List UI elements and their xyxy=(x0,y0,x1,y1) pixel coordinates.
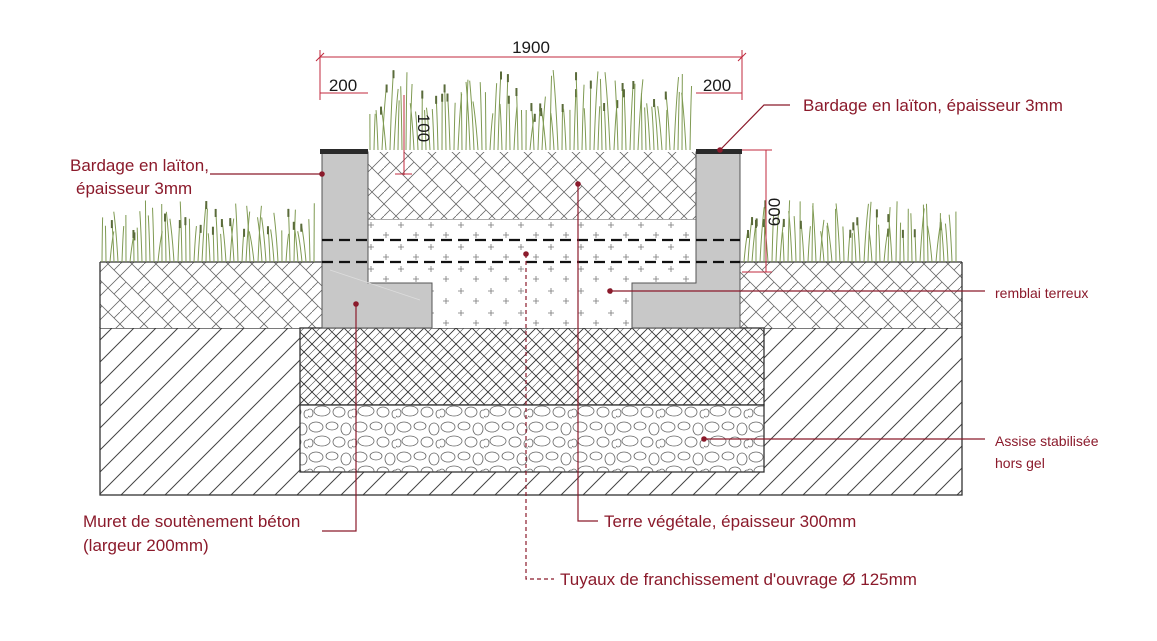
dimension-left-edge: 200 xyxy=(329,76,357,95)
dimension-lines xyxy=(315,50,772,273)
label-backfill: remblai terreux xyxy=(995,285,1088,301)
backfill-layer xyxy=(99,261,963,328)
label-pipes: Tuyaux de franchissement d'ouvrage Ø 125… xyxy=(560,570,917,589)
label-brass-left-line2: épaisseur 3mm xyxy=(76,179,192,198)
label-foundation-line1: Assise stabilisée xyxy=(995,433,1099,449)
label-brass-right: Bardage en laïton, épaisseur 3mm xyxy=(803,96,1063,115)
gravel-foundation xyxy=(299,404,765,473)
crossing-pipes xyxy=(322,238,740,264)
annotation-leaders xyxy=(210,104,985,580)
topsoil-layer xyxy=(368,152,696,219)
label-brass-left-line1: Bardage en laïton, xyxy=(70,156,209,175)
compacted-layer xyxy=(299,327,765,406)
label-wall-line1: Muret de soutènement béton xyxy=(83,512,300,531)
label-foundation-line2: hors gel xyxy=(995,455,1045,471)
dimension-right-edge: 200 xyxy=(703,76,731,95)
leader-dots xyxy=(319,147,723,442)
label-topsoil: Terre végétale, épaisseur 300mm xyxy=(604,512,856,531)
drainage-fill xyxy=(368,218,696,328)
label-wall-line2: (largeur 200mm) xyxy=(83,536,209,555)
dimension-depth-soil: 100 xyxy=(414,114,433,142)
dimension-wall-height: 600 xyxy=(765,198,784,226)
dimension-total-width: 1900 xyxy=(512,38,550,57)
grass-vegetation xyxy=(101,70,957,263)
